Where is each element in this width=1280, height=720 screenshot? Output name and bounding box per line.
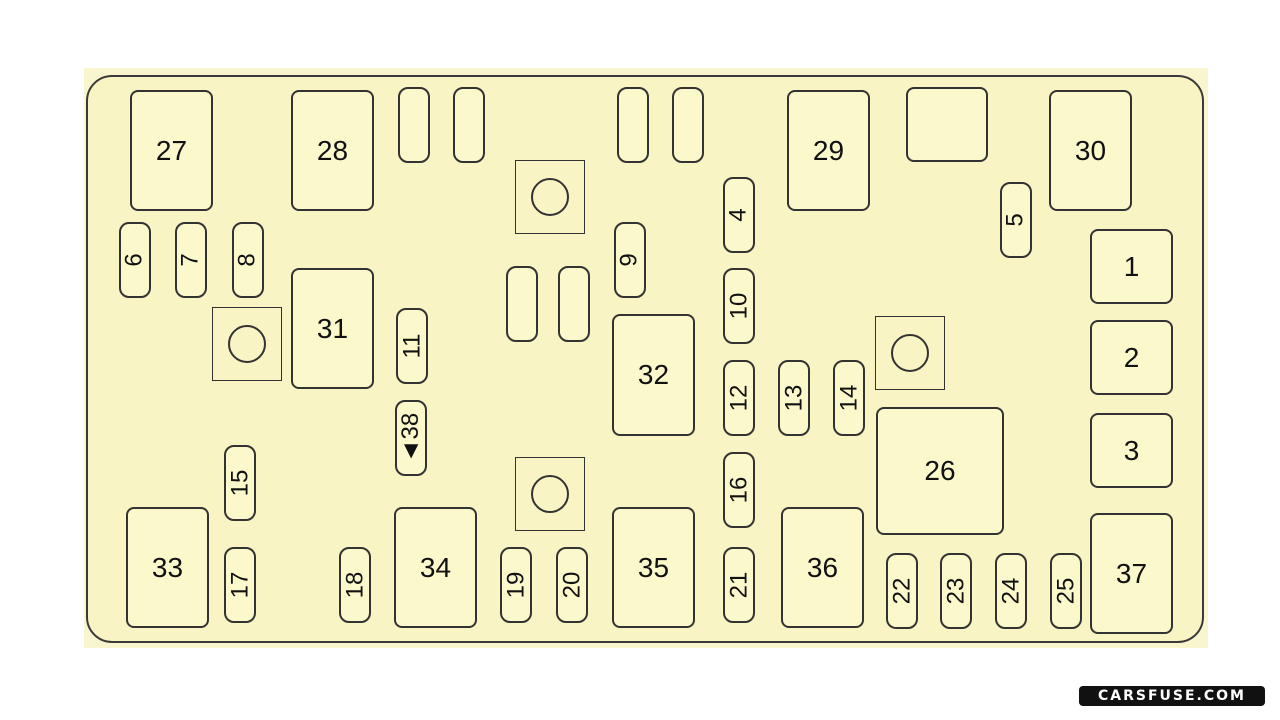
- fuse-label: 17: [225, 571, 253, 599]
- relay-32: 32: [612, 314, 695, 436]
- fuse-38: ◄38: [395, 400, 427, 476]
- fuse-label: 13: [779, 384, 807, 412]
- relay-34: 34: [394, 507, 477, 628]
- fuse-label: 22: [887, 577, 915, 605]
- relay-label: 33: [151, 551, 184, 583]
- fuse-21: 21: [723, 547, 755, 623]
- fuse-label: 21: [724, 571, 752, 599]
- relay-label: 30: [1074, 134, 1107, 166]
- fuse-unlabeled: [558, 266, 590, 342]
- fuse-unlabeled: [617, 87, 649, 163]
- fuse-18: 18: [339, 547, 371, 623]
- relay-33: 33: [126, 507, 209, 628]
- fuse-label: 19: [501, 571, 529, 599]
- fuse-label: 25: [1051, 577, 1079, 605]
- relay-30: 30: [1049, 90, 1132, 211]
- fuse-20: 20: [556, 547, 588, 623]
- relay-31: 31: [291, 268, 374, 389]
- fuse-14: 14: [833, 360, 865, 436]
- fuse-19: 19: [500, 547, 532, 623]
- fuse-label: 4: [724, 208, 752, 222]
- carsfuse-watermark: CARSFUSE.COM: [1079, 686, 1265, 706]
- fuse-16: 16: [723, 452, 755, 528]
- fuse-label: 12: [724, 384, 752, 412]
- relay-label: 2: [1123, 341, 1140, 373]
- relay-label: 37: [1115, 557, 1148, 589]
- fuse-13: 13: [778, 360, 810, 436]
- fuse-label: 15: [225, 469, 253, 497]
- mounting-stud: [875, 316, 945, 390]
- fuse-5: 5: [1000, 182, 1032, 258]
- fuse-label: 18: [340, 571, 368, 599]
- fuse-23: 23: [940, 553, 972, 629]
- relay-28: 28: [291, 90, 374, 211]
- mounting-stud: [515, 160, 585, 234]
- fuse-label: 5: [1001, 213, 1029, 227]
- fuse-7: 7: [175, 222, 207, 298]
- fuse-11: 11: [396, 308, 428, 384]
- fuse-12: 12: [723, 360, 755, 436]
- fuse-label: 6: [120, 253, 148, 267]
- relay-label: 26: [924, 455, 956, 486]
- relay-35: 35: [612, 507, 695, 628]
- fuse-label: 23: [941, 577, 969, 605]
- fuse-22: 22: [886, 553, 918, 629]
- stud-circle-icon: [891, 334, 929, 372]
- relay-1: 1: [1090, 229, 1173, 304]
- relay-label: 29: [812, 134, 845, 166]
- relay-label: 1: [1123, 250, 1140, 282]
- relay-29: 29: [787, 90, 870, 211]
- fuse-17: 17: [224, 547, 256, 623]
- relay-label: 34: [419, 551, 452, 583]
- fuse-4: 4: [723, 177, 755, 253]
- stud-circle-icon: [228, 325, 266, 363]
- fuse-9: 9: [614, 222, 646, 298]
- relay-27: 27: [130, 90, 213, 211]
- relay-label: 3: [1123, 434, 1140, 466]
- relay-label: 31: [316, 312, 349, 344]
- fuse-24: 24: [995, 553, 1027, 629]
- stud-circle-icon: [531, 178, 569, 216]
- fuse-label: ◄38: [397, 412, 425, 464]
- relay-label: 32: [637, 359, 670, 390]
- relay-label: 28: [316, 134, 349, 166]
- fuse-unlabeled: [398, 87, 430, 163]
- relay-36: 36: [781, 507, 864, 628]
- fuse-label: 7: [176, 253, 204, 267]
- fuse-6: 6: [119, 222, 151, 298]
- fuse-label: 20: [557, 571, 585, 599]
- mounting-stud: [515, 457, 585, 531]
- fuse-unlabeled: [506, 266, 538, 342]
- fuse-label: 10: [724, 292, 752, 320]
- fuse-label: 16: [724, 476, 752, 504]
- relay-label: 35: [637, 551, 670, 583]
- relay-3: 3: [1090, 413, 1173, 488]
- fuse-25: 25: [1050, 553, 1082, 629]
- fuse-label: 24: [996, 577, 1024, 605]
- fuse-unlabeled: [672, 87, 704, 163]
- fuse-8: 8: [232, 222, 264, 298]
- fuse-label: 9: [615, 253, 643, 267]
- fuse-10: 10: [723, 268, 755, 344]
- fuse-label: 8: [233, 253, 261, 267]
- fuse-label: 11: [397, 333, 425, 359]
- stud-circle-icon: [531, 475, 569, 513]
- fuse-15: 15: [224, 445, 256, 521]
- fuse-label: 14: [834, 384, 862, 412]
- relay-26: 26: [876, 407, 1004, 535]
- relay-label: 36: [806, 551, 839, 583]
- relay-label: 27: [155, 134, 188, 166]
- fuse-unlabeled: [453, 87, 485, 163]
- relay-37: 37: [1090, 513, 1173, 634]
- relay-unlabeled: [906, 87, 988, 162]
- mounting-stud: [212, 307, 282, 381]
- relay-2: 2: [1090, 320, 1173, 395]
